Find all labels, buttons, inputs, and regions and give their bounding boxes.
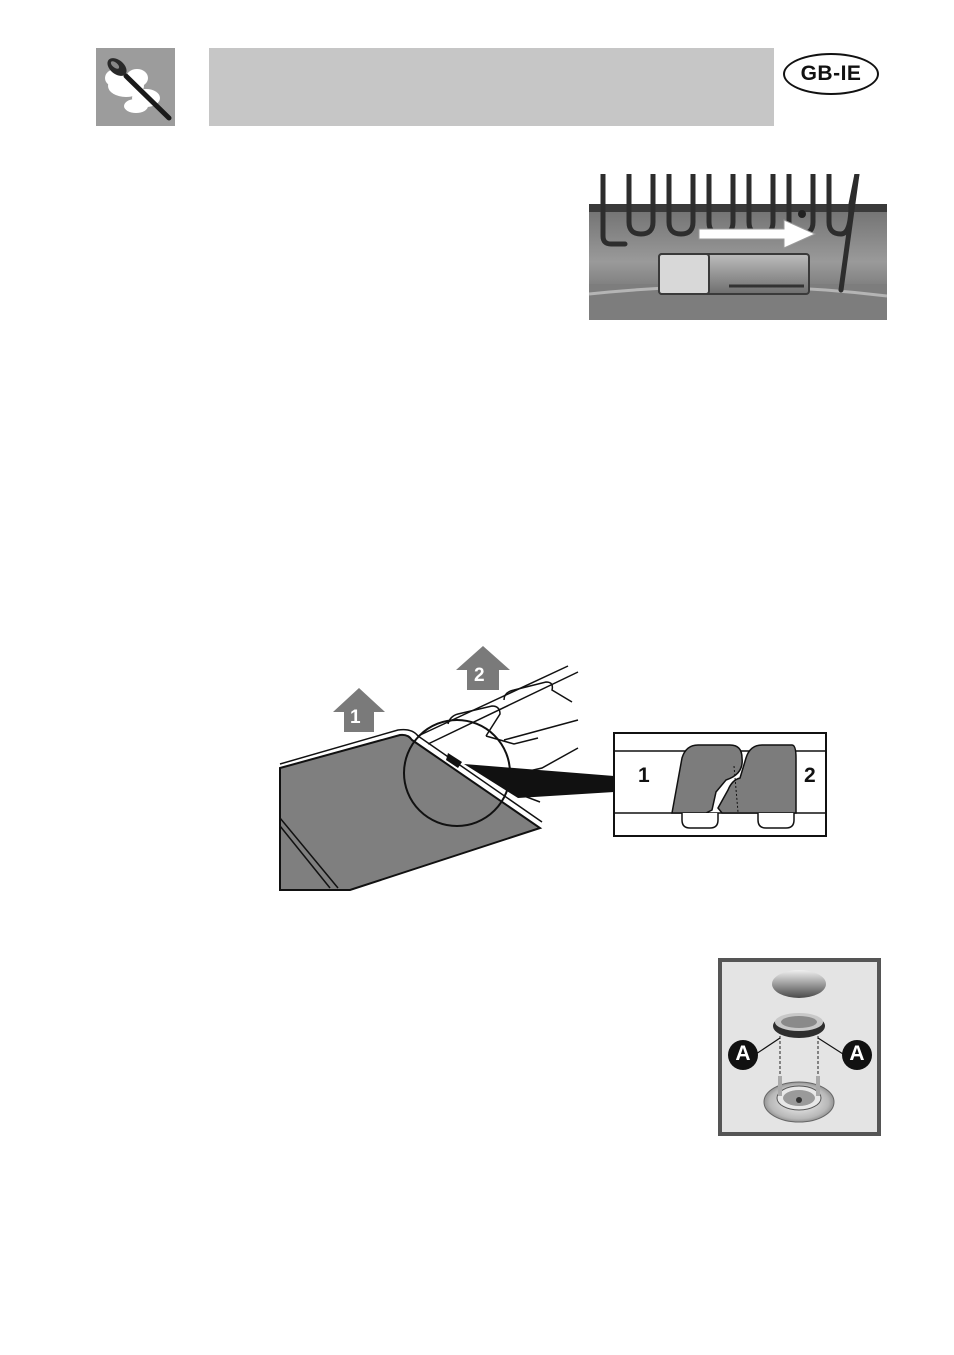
- language-badge: GB-IE: [783, 53, 879, 95]
- detail-label-2: 2: [804, 764, 816, 788]
- chef-logo: [96, 48, 175, 126]
- arrow-1-label: 1: [350, 707, 361, 729]
- label-a-right: A: [848, 1042, 866, 1066]
- burner-assembly-figure: A A: [718, 958, 881, 1136]
- grill-element-photo: [589, 174, 887, 320]
- tray-removal-figure: 1 2 1 2: [278, 640, 830, 892]
- header-title-bar: [209, 48, 774, 126]
- chef-spoon-icon: [96, 48, 175, 126]
- detail-label-1: 1: [638, 764, 650, 788]
- arrow-2-label: 2: [474, 665, 485, 687]
- label-a-left: A: [734, 1042, 752, 1066]
